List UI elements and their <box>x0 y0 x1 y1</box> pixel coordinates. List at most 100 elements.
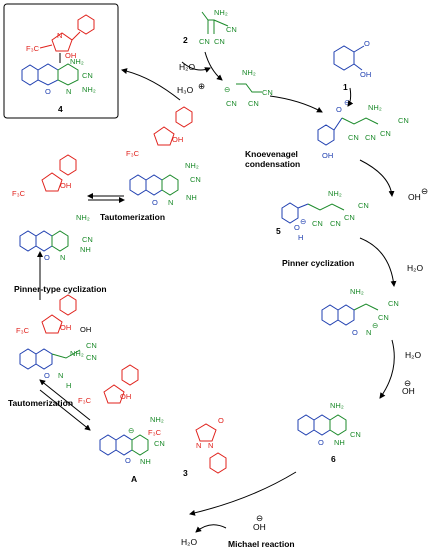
c2-nh2: NH₂ <box>214 8 228 17</box>
c5-h: H <box>298 233 303 242</box>
compound-6-structure: NH₂ O NH CN <box>297 401 361 447</box>
compound-4-label: 4 <box>58 104 63 114</box>
tautomerization-top-label: Tautomerization <box>100 212 165 222</box>
tautomerization-bottom-label: Tautomerization <box>8 398 73 408</box>
arrows <box>37 51 397 533</box>
intermediate-A-structure: OH F₃C NH₂ ⊖ O NH CN <box>78 364 165 466</box>
c2a-cn-b: CN <box>248 99 259 108</box>
michael-label: Michael reaction <box>228 539 295 549</box>
a-cf3: F₃C <box>78 396 92 405</box>
a-nh: NH <box>140 457 151 466</box>
ka-oh: OH <box>322 151 333 160</box>
pt-oh: OH <box>60 181 71 190</box>
ka-nh2: NH₂ <box>368 103 382 112</box>
c6-cn: CN <box>350 430 361 439</box>
oc-cn-b: CN <box>86 353 97 362</box>
carbanion-2-structure: NH₂ ⊖ CN CN CN <box>224 68 273 108</box>
tt-cn: CN <box>190 175 201 184</box>
pyrazole-oh: OH <box>65 51 76 60</box>
h3o-plus: ⊕ <box>198 81 205 91</box>
pt-n: N <box>60 253 65 262</box>
knoevenagel-adduct-structure: O ⊖ OH NH₂ CN CN CN CN <box>317 98 409 160</box>
pt-nh-minus: NH <box>80 245 91 254</box>
compound-1-label: 1 <box>343 82 348 92</box>
oh-right-2-minus: ⊖ <box>404 378 411 388</box>
oh-right-1-minus: ⊖ <box>421 186 428 196</box>
open-chain-intermediate-structure: OH F₃C OH NH₂ CN CN O N H <box>16 294 97 390</box>
c2a-nh2: NH₂ <box>242 68 256 77</box>
tt-nh2: NH₂ <box>185 161 199 170</box>
tt-cf3: F₃C <box>126 149 140 158</box>
oh-right-2: OH <box>402 386 415 396</box>
tt-n: N <box>168 198 173 207</box>
ka-cn-a: CN <box>348 133 359 142</box>
c5-cn-c: CN <box>358 201 369 210</box>
a-nh2: NH₂ <box>150 415 164 424</box>
pinner-type-intermediate-structure: OH F₃C NH₂ O N NH CN <box>12 154 93 262</box>
pi-nh2: NH₂ <box>350 287 364 296</box>
c5-cn-a: CN <box>312 219 323 228</box>
oc-nh2: NH₂ <box>70 349 84 358</box>
pi-cn-b: CN <box>378 313 389 322</box>
c2a-minus: ⊖ <box>224 85 230 94</box>
ka-minus: ⊖ <box>344 98 350 107</box>
compound-3-structure: O F₃C N N <box>148 416 227 474</box>
c3-n1: N <box>196 441 201 450</box>
oc-oh: OH <box>60 323 71 332</box>
p4-cn: CN <box>82 71 93 80</box>
knoevenagel-label-1: Knoevenagel <box>245 149 298 159</box>
intermediate-A-label: A <box>131 474 137 484</box>
a-minus: ⊖ <box>128 426 134 435</box>
chromene-o: O <box>45 87 51 96</box>
knoevenagel-label-2: condensation <box>245 159 300 169</box>
tt-o: O <box>152 198 158 207</box>
oc-o: O <box>44 371 50 380</box>
pi-o: O <box>352 328 358 337</box>
pi-cn-a: CN <box>388 299 399 308</box>
pinner-type-label: Pinner-type cyclization <box>14 284 107 294</box>
cf3-label: F₃C <box>26 44 40 53</box>
compound-1-structure: O OH <box>333 39 371 79</box>
pyrazole-n: N <box>57 31 62 40</box>
compound-6-label: 6 <box>331 454 336 464</box>
h2o-right-1: H₂O <box>407 263 423 273</box>
pt-nh2: NH₂ <box>76 213 90 222</box>
h3o-top: H₃O <box>177 85 194 95</box>
oc-n: N <box>58 371 63 380</box>
oh-bottom: OH <box>253 522 266 532</box>
a-cn: CN <box>154 439 165 448</box>
h2o-right-2: H₂O <box>405 350 421 360</box>
c6-o: O <box>318 438 324 447</box>
p4-nh2-b: NH₂ <box>82 85 96 94</box>
oh-bottom-minus: ⊖ <box>256 513 263 523</box>
c5-nh2: NH₂ <box>328 189 342 198</box>
ka-cn-c: CN <box>398 116 409 125</box>
a-o: O <box>125 456 131 465</box>
a-oh: OH <box>120 392 131 401</box>
c1-oh: OH <box>360 70 371 79</box>
ka-cn-b: CN <box>365 133 376 142</box>
c6-nh: NH <box>334 438 345 447</box>
pi-n: N <box>366 328 371 337</box>
compound-3-label: 3 <box>183 468 188 478</box>
oc-h: H <box>66 381 71 390</box>
pt-cn: CN <box>82 235 93 244</box>
ka-cn-d: CN <box>380 129 391 138</box>
top-tautomer-structure: OH F₃C NH₂ O N NH CN <box>126 106 201 207</box>
c3-cf3: F₃C <box>148 428 162 437</box>
oc-cf3: F₃C <box>16 326 30 335</box>
c1-o: O <box>364 39 370 48</box>
pinner-intermediate-structure: NH₂ O N ⊖ CN CN <box>321 287 399 337</box>
c2-cn-b: CN <box>214 37 225 46</box>
c5-cn-b: CN <box>330 219 341 228</box>
ka-o-minus: O <box>336 105 342 114</box>
h2o-top: H₂O <box>179 62 195 72</box>
c6-nh2: NH₂ <box>330 401 344 410</box>
c5-cn-d: CN <box>344 213 355 222</box>
c3-o: O <box>218 416 224 425</box>
h2o-bottom: H₂O <box>181 537 197 547</box>
oc-cn-a: CN <box>86 341 97 350</box>
c2a-cn-a: CN <box>226 99 237 108</box>
tt-nh: NH <box>186 193 197 202</box>
